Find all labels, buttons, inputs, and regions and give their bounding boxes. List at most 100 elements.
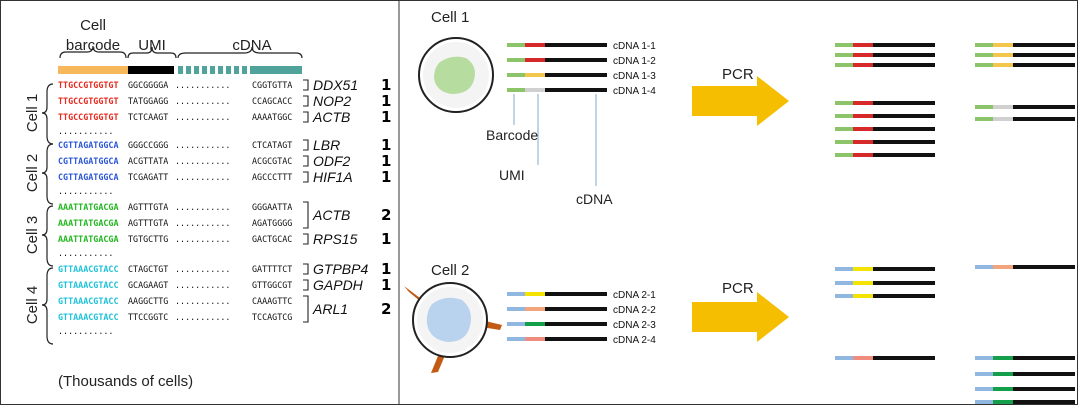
read-cdna-end: AAAATGGC [252, 112, 292, 122]
molecule-barcode [507, 307, 525, 311]
amplified-molecule [835, 153, 935, 157]
pcr-label-1: PCR [722, 66, 754, 83]
cell-label: Cell 4 [24, 286, 41, 324]
amplified-molecule [835, 53, 935, 57]
gene-name: HIF1A [313, 169, 353, 185]
molecule-barcode [507, 43, 525, 47]
molecule-cdna [545, 58, 607, 62]
umi-count: 1 [381, 108, 391, 126]
gene-bracket [303, 171, 309, 183]
molecule-cdna [873, 281, 935, 285]
molecule-umi [993, 117, 1013, 121]
read-barcode: TTGCCGTGGTGT [58, 112, 119, 122]
read-dots: ........... [175, 112, 230, 122]
molecule-label: cDNA 2-1 [613, 290, 656, 301]
read-umi: AGTTTGTA [128, 202, 168, 212]
read-barcode: TTGCCGTGGTGT [58, 80, 119, 90]
gene-bracket [303, 279, 309, 291]
amplified-molecule [975, 53, 1075, 57]
molecule-barcode [975, 400, 993, 404]
amplified-molecule [975, 400, 1075, 404]
read-dots: ........... [175, 264, 230, 274]
molecule-umi [525, 58, 545, 62]
footer-thousands-of-cells: (Thousands of cells) [58, 373, 193, 390]
amplified-molecules [835, 43, 1075, 404]
molecule-cdna [1013, 356, 1075, 360]
molecule-barcode [975, 105, 993, 109]
gene-bracket [303, 111, 309, 123]
amplified-molecule [835, 101, 935, 105]
molecule-cdna [873, 127, 935, 131]
molecule-cdna [873, 43, 935, 47]
molecule-cdna [545, 307, 607, 311]
amplified-molecule [835, 127, 935, 131]
gene-name: ACTB [312, 109, 350, 125]
molecule-umi [525, 73, 545, 77]
molecule-cdna [545, 43, 607, 47]
more-reads-dots: ........... [58, 186, 113, 196]
read-cdna-end: CCAGCACC [252, 96, 292, 106]
read-umi: AAGGCTTG [128, 296, 168, 306]
molecule-barcode [507, 337, 525, 341]
read-barcode: GTTAAACGTACC [58, 264, 119, 274]
molecule-cdna [873, 63, 935, 67]
molecule-cdna [873, 140, 935, 144]
molecule-cdna [545, 292, 607, 296]
molecule-umi [853, 281, 873, 285]
molecule-cdna [1013, 265, 1075, 269]
molecule-label: cDNA 2-2 [613, 305, 656, 316]
molecule-umi [853, 294, 873, 298]
amplified-molecule [835, 114, 935, 118]
molecule-cdna [1013, 387, 1075, 391]
molecule-barcode [835, 281, 853, 285]
gene-name: RPS15 [313, 231, 358, 247]
cell2-molecule [507, 307, 607, 311]
cdna-dash-block [234, 66, 239, 74]
read-barcode: GTTAAACGTACC [58, 312, 119, 322]
header-cdna: cDNA [232, 37, 271, 54]
gene-bracket [303, 79, 309, 91]
gene-name: LBR [313, 137, 340, 153]
molecule-label: cDNA 2-4 [613, 335, 656, 346]
molecule-barcode [835, 356, 853, 360]
read-barcode: TTGCCGTGGTGT [58, 96, 119, 106]
amplified-molecule [835, 43, 935, 47]
molecule-umi [525, 322, 545, 326]
read-segment-barcode [58, 66, 128, 74]
cell1-molecule [507, 88, 607, 92]
umi-count: 1 [381, 276, 391, 294]
molecule-umi [993, 43, 1013, 47]
molecule-label: cDNA 1-4 [613, 86, 656, 97]
molecule-barcode [975, 117, 993, 121]
gene-name: GTPBP4 [313, 261, 368, 277]
read-barcode: CGTTAGATGGCA [58, 156, 119, 166]
umi-count: 1 [381, 230, 391, 248]
callout-cdna: cDNA [576, 191, 613, 207]
molecule-umi [993, 372, 1013, 376]
molecule-cdna [1013, 105, 1075, 109]
more-reads-dots: ........... [58, 126, 113, 136]
more-reads-dots: ........... [58, 248, 113, 258]
cdna-dash-block [186, 66, 191, 74]
read-cdna-end: AGCCCTTT [252, 172, 292, 182]
read-umi: TCTCAAGT [128, 112, 168, 122]
pcr-arrow-1: PCR [692, 66, 789, 126]
read-cdna-end: CGGTGTTA [252, 80, 292, 90]
amplified-molecule [975, 117, 1075, 121]
read-barcode: GTTAAACGTACC [58, 296, 119, 306]
molecule-umi [993, 387, 1013, 391]
molecule-umi [993, 105, 1013, 109]
molecule-umi [525, 292, 545, 296]
read-cdna-end: AGATGGGG [252, 218, 292, 228]
read-cdna-end: ACGCGTAC [252, 156, 292, 166]
